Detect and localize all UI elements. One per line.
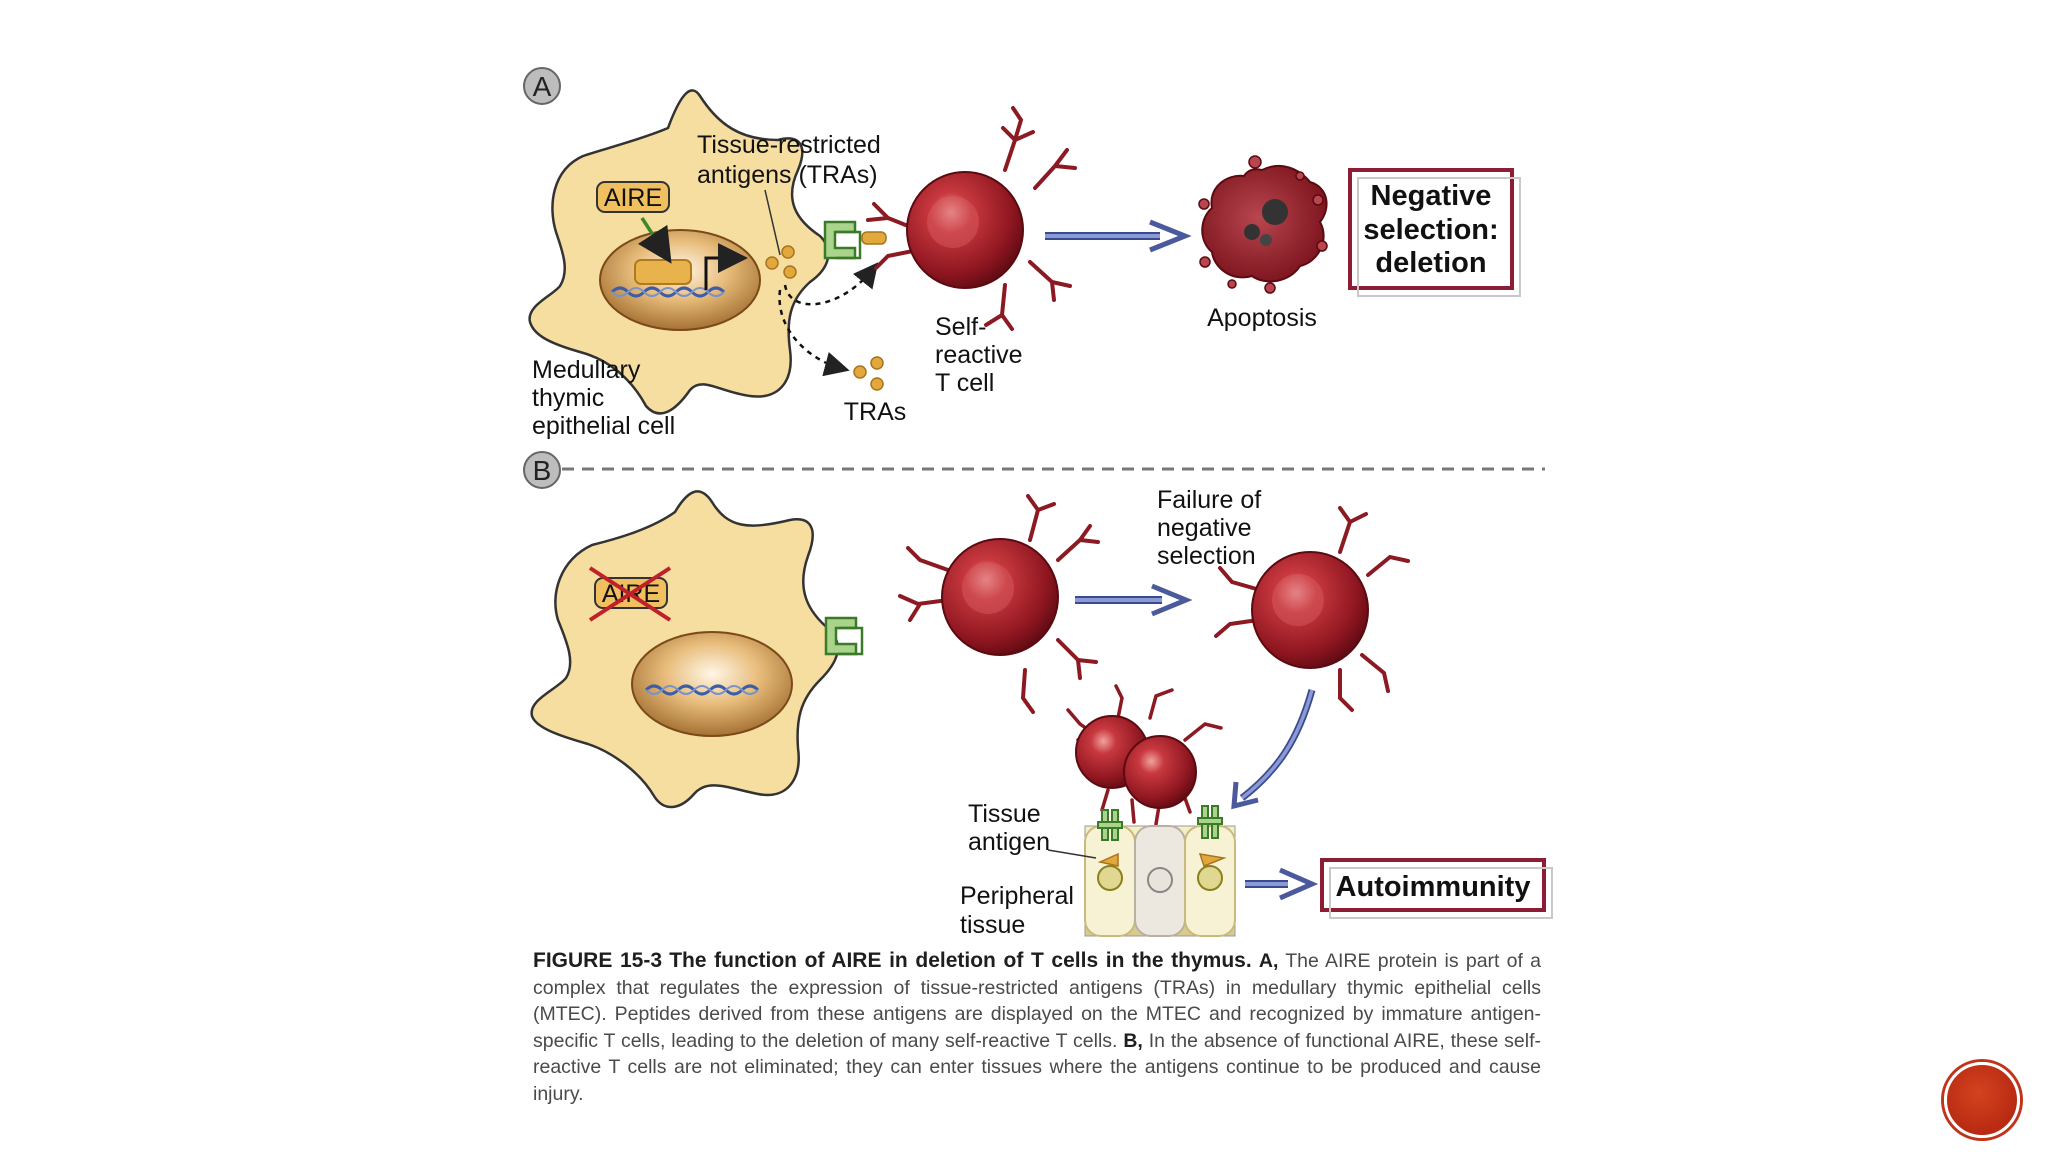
- panel-b: AIRE Failure of: [530, 486, 1553, 939]
- aire-arrow-icon: [637, 217, 672, 264]
- tra-dots: [765, 245, 884, 391]
- panel-a-label: A: [533, 71, 552, 102]
- corner-circle-button[interactable]: [1944, 1062, 2020, 1138]
- tras-pointer-line: [764, 189, 781, 256]
- negative-selection-line-2: selection:: [1363, 214, 1498, 246]
- t-cells-in-tissue: [1066, 684, 1223, 826]
- t-cell-a: [866, 106, 1077, 331]
- peripheral-tissue-line-1: Peripheral: [960, 882, 1074, 910]
- caption-text-b: In the absence of functional AIRE, these…: [533, 1029, 1542, 1105]
- caption-mark-b: B,: [1123, 1029, 1143, 1052]
- aire-crossed-out-icon: [588, 566, 672, 622]
- nucleus-b: [631, 631, 793, 737]
- mhc-receptor-b: [824, 616, 864, 656]
- arrow-failure: [1075, 583, 1193, 617]
- negative-selection-line-1: Negative: [1371, 180, 1492, 212]
- t-cell-b1: [898, 494, 1100, 714]
- aire-label-a: AIRE: [604, 184, 662, 212]
- panel-a-marker: A: [523, 67, 561, 105]
- arrow-to-autoimmunity: [1245, 867, 1319, 901]
- failure-line-1: Failure of: [1157, 486, 1261, 514]
- mhc-receptor-a: [823, 220, 862, 260]
- dna-helix-b: [644, 684, 760, 696]
- panel-b-label: B: [533, 455, 552, 486]
- figure-caption: FIGURE 15-3 The function of AIRE in dele…: [533, 948, 1541, 1107]
- tissue-antigen-pointer: [1047, 849, 1097, 859]
- arrow-to-apoptosis: [1045, 219, 1192, 253]
- negative-selection-line-3: deletion: [1375, 247, 1486, 279]
- caption-mark-a: A,: [1258, 950, 1279, 972]
- self-reactive-line-1: Self-: [935, 313, 986, 341]
- negative-selection-box: [1348, 168, 1514, 290]
- aire-tag-a: [596, 181, 670, 213]
- peripheral-tissue: [1084, 805, 1236, 937]
- failure-line-2: negative: [1157, 514, 1252, 542]
- tra-pathway-arrow-down: [778, 289, 850, 377]
- peripheral-tissue-line-2: tissue: [960, 911, 1025, 939]
- self-reactive-line-3: T cell: [935, 369, 994, 397]
- self-reactive-line-2: reactive: [935, 341, 1023, 369]
- autoimmunity-label: Autoimmunity: [1336, 871, 1531, 903]
- apoptosis-label: Apoptosis: [1207, 304, 1317, 332]
- transcription-arrow-icon: [704, 243, 748, 290]
- tras-title-line-1: Tissue-restricted: [697, 131, 881, 159]
- panel-b-marker: B: [523, 451, 561, 489]
- dna-helix-a: [610, 286, 726, 298]
- arrow-to-tissue: [1231, 689, 1316, 810]
- aire-gene-box: [634, 259, 692, 285]
- caption-title: The function of AIRE in deletion of T ce…: [669, 949, 1252, 972]
- tissue-antigen-line-2: antigen: [968, 828, 1050, 856]
- panel-a: A AIRE Tissue-restricted antigens (TRAs)…: [523, 67, 1521, 440]
- t-cell-b2: [1214, 506, 1410, 712]
- tra-pathway-arrow-up: [783, 262, 879, 306]
- tras-label: TRAs: [844, 398, 907, 426]
- failure-line-3: selection: [1157, 542, 1256, 570]
- mtec-label-line-3: epithelial cell: [532, 412, 675, 440]
- caption-figure-number: FIGURE 15-3: [533, 949, 662, 972]
- tissue-antigen-line-1: Tissue: [968, 800, 1041, 828]
- tras-title-line-2: antigens (TRAs): [697, 161, 878, 189]
- mtec-label-line-2: thymic: [532, 384, 604, 412]
- mtec-label-line-1: Medullary: [532, 356, 641, 384]
- caption-text-a: The AIRE protein is part of a complex th…: [533, 950, 1541, 1052]
- apoptotic-cell: [1198, 155, 1328, 294]
